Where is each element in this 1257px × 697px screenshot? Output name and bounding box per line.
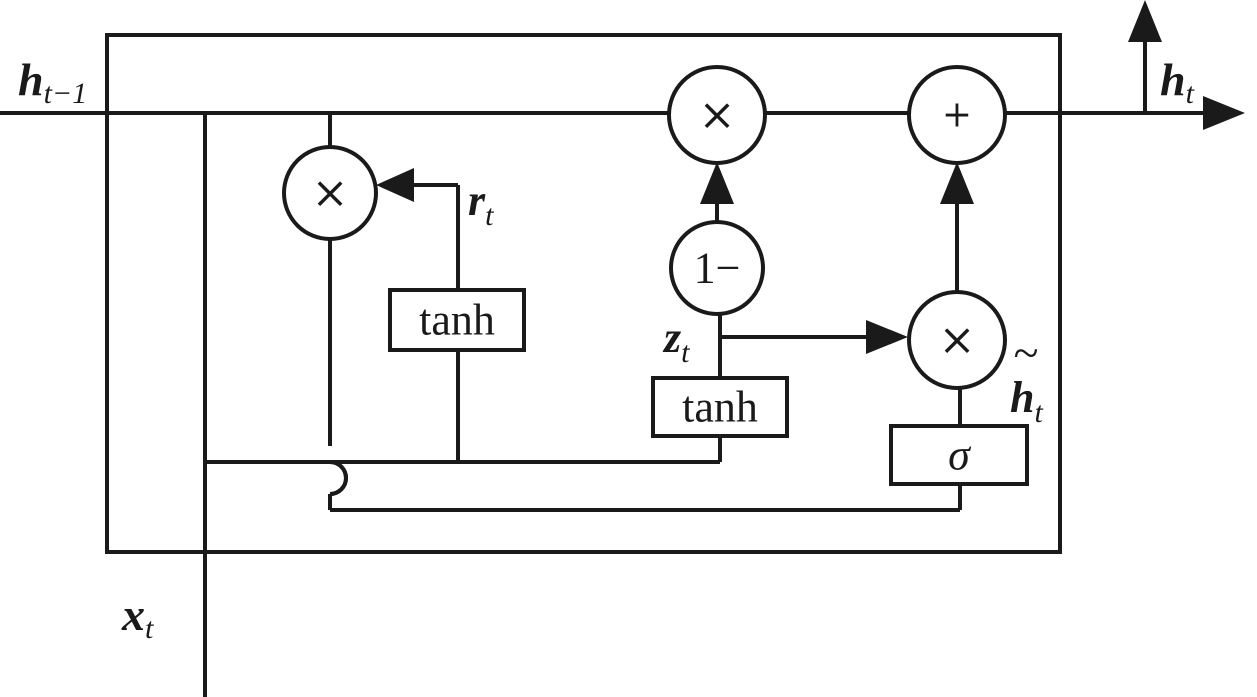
- z-base: z: [662, 313, 681, 362]
- z-label: zt: [662, 313, 690, 369]
- output-up-arrowhead: [1128, 0, 1162, 42]
- candidate-base: h: [1010, 373, 1034, 422]
- h-prev-base: h: [18, 54, 44, 105]
- sigma-box: [889, 424, 1029, 486]
- r-sub: t: [485, 199, 494, 232]
- x-label: xt: [121, 589, 154, 645]
- tanh-update-box: [651, 376, 789, 438]
- cell-boundary: [105, 33, 1062, 554]
- candidate-multiply-node: [907, 290, 1007, 390]
- reset-multiply-symbol: ×: [312, 168, 349, 219]
- z-sub: t: [681, 336, 690, 369]
- r-base: r: [468, 176, 486, 225]
- h-out-base: h: [1160, 54, 1186, 105]
- candidate-label: ht: [1010, 373, 1043, 429]
- tanh-reset-box: [388, 288, 526, 352]
- one-minus-arrowhead: [700, 162, 734, 204]
- h-prev-label: ht−1: [18, 54, 87, 110]
- reset-multiply-node: [282, 145, 378, 241]
- input-bus-hop: [329, 460, 349, 496]
- r-label: rt: [468, 176, 494, 232]
- x-sub: t: [145, 612, 154, 645]
- update-multiply-symbol: ×: [699, 90, 736, 141]
- one-minus-symbol: 1−: [694, 244, 741, 293]
- h-prev-sub: t−1: [44, 77, 88, 110]
- input-bus: [205, 460, 720, 496]
- candidate-arrowhead: [940, 162, 974, 204]
- reset-gate-arrowhead: [376, 168, 414, 202]
- output-arrowhead: [1203, 96, 1245, 130]
- sigma-label: σ: [948, 431, 972, 480]
- h-out-label: ht: [1160, 54, 1195, 110]
- candidate-multiply-symbol: ×: [939, 315, 976, 366]
- add-symbol: +: [942, 95, 972, 136]
- tanh-reset-label: tanh: [419, 296, 495, 345]
- one-minus-node: [669, 220, 765, 316]
- update-gate-arrowhead: [866, 320, 908, 354]
- candidate-accent: ~: [1013, 327, 1038, 378]
- update-multiply-node: [667, 65, 767, 165]
- x-base: x: [121, 589, 145, 640]
- candidate-sub: t: [1034, 396, 1043, 429]
- add-node: [907, 65, 1007, 165]
- h-out-sub: t: [1186, 77, 1195, 110]
- tanh-update-label: tanh: [682, 383, 758, 432]
